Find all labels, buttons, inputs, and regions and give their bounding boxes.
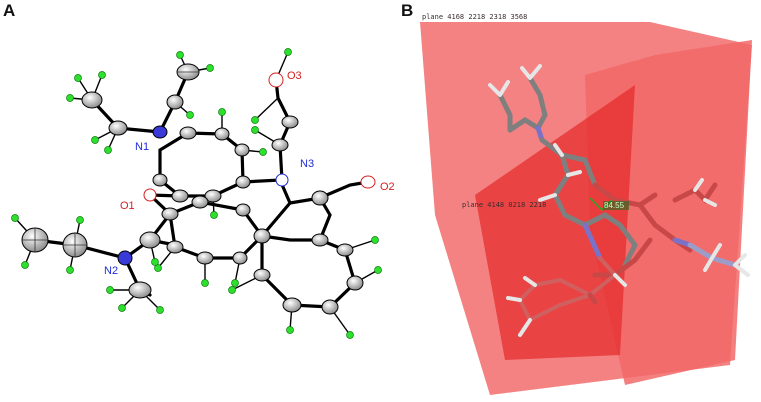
label-n1: N1 [135,141,149,153]
angle-marker: 84.55 [589,197,629,212]
panel-b-letter: B [401,1,414,20]
bond-network [33,70,370,309]
h-sticks [488,64,750,337]
plane-label-mid: plane 4148 0218 2218 [462,201,546,209]
carbon-atoms [21,63,364,315]
plane-visualization: plane 4168 2218 2318 3568 plane 4148 021… [420,13,752,395]
label-o3: O3 [287,70,302,82]
label-o1: O1 [120,200,135,212]
plane-label-top: plane 4168 2218 2318 3568 [422,13,527,21]
angle-value: 84.55 [604,201,625,210]
ortep-panel: A [3,1,395,339]
label-n2: N2 [104,265,118,277]
label-o2: O2 [380,181,395,193]
hydrogen-atoms [11,48,382,339]
label-n3: N3 [300,158,314,170]
panel-a-letter: A [3,1,16,20]
ortep-structure: O3 N1 N3 O1 O2 N2 [11,48,395,339]
plane-angle-panel: B plane 4168 2218 2318 3568 plane 4148 0… [390,0,761,402]
